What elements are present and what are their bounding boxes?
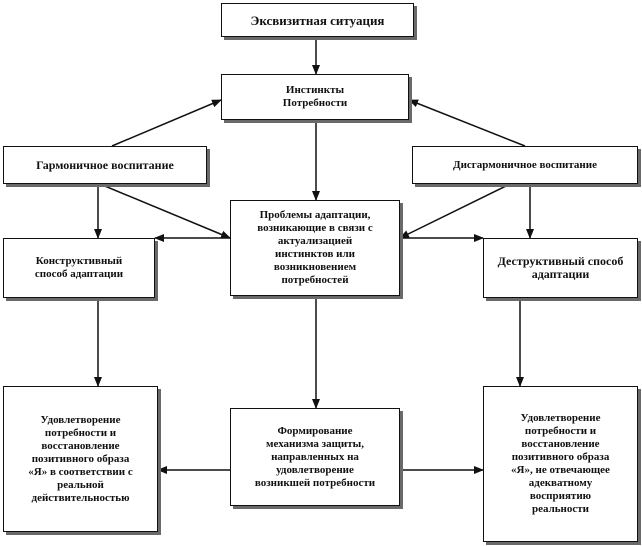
node-text-line: позитивного образа [31,452,130,465]
node-text-line: Дисгармоничное воспитание [453,158,597,171]
node-text-line: актуализацией [277,235,353,247]
node-text-line: возникновением [273,261,357,273]
node-text-line: направленных на [271,450,359,463]
node-text-line: Потребности [282,97,348,109]
node-harmonious-upbringing: Гармоничное воспитание [3,146,207,184]
node-text-line: потребности и [524,425,597,437]
node-text-line: реальной [57,478,104,491]
node-text-line: «Я» в соответствии с [28,465,133,478]
node-text-line: Эксвизитная ситуация [250,12,385,28]
arrow-disharmonious-to-problems [399,183,511,239]
node-text-line: инстинктов или [275,248,355,260]
node-adaptation-problems: Проблемы адаптации,возникающие в связи с… [230,200,400,296]
node-text-line: возникающие в связи с [257,222,373,234]
node-text-line: Удовлетворение [40,413,121,426]
node-text-line: Гармоничное воспитание [36,157,174,172]
node-text-line: действительностью [31,491,130,504]
node-text-line: Конструктивный [35,255,123,267]
node-text-line: возникшей потребности [254,476,376,489]
node-disharmonious-upbringing: Дисгармоничное воспитание [412,146,638,184]
node-text-line: Формирование [277,424,353,437]
node-text-line: адаптации [531,267,590,281]
node-text-line: Удовлетворение [520,412,601,424]
node-text-line: Деструктивный способ [497,254,624,268]
node-text-line: потребности и [44,426,117,439]
node-text-line: Инстинкты [285,84,345,96]
node-text-line: механизма защиты, [266,437,364,450]
arrow-harmonious-to-problems [99,183,231,239]
node-text-line: способ адаптации [34,268,124,280]
node-text-line: восприятию [529,490,592,502]
node-text-line: реальности [531,503,590,515]
node-text-line: адекватному [528,477,593,489]
node-text-line: удовлетворение [276,463,354,476]
node-text-line: потребностей [281,274,349,286]
node-text-line: восстановление [41,439,120,452]
node-text-line: «Я», не отвечающее [511,464,610,476]
arrow-disharmonious-to-instincts [408,99,526,147]
node-exquisite-situation: Эксвизитная ситуация [221,3,414,37]
node-text-line: Проблемы адаптации, [259,209,371,221]
node-text-line: позитивного образа [511,451,610,463]
node-text-line: восстановление [521,438,600,450]
arrow-harmonious-to-instincts [111,99,222,147]
